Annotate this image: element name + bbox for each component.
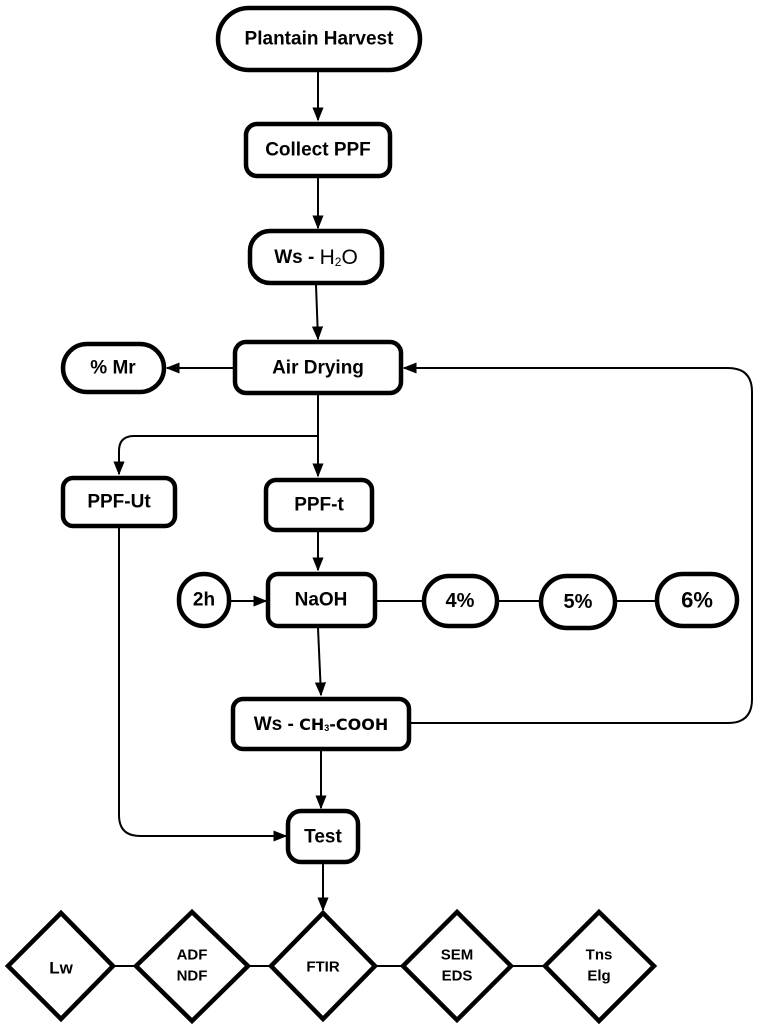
node-plantain-harvest-label: Plantain Harvest bbox=[245, 29, 395, 50]
connectors bbox=[113, 72, 753, 967]
node-moisture-retention-label: % Mr bbox=[90, 358, 136, 379]
node-conc-6pct-label: 6% bbox=[681, 588, 713, 613]
node-air-drying: Air Drying bbox=[232, 339, 404, 396]
node-wash-water: Ws - H2O bbox=[247, 228, 385, 286]
node-plantain-harvest: Plantain Harvest bbox=[215, 5, 423, 73]
test-diamond-elg-label: Elg bbox=[587, 968, 610, 985]
test-diamond-adf-label: ADF bbox=[177, 947, 208, 964]
test-diamond-ftir-label: FTIR bbox=[306, 959, 339, 976]
node-conc-6pct: 6% bbox=[654, 571, 740, 629]
node-wash-water-label: Ws - H2O bbox=[274, 246, 358, 270]
node-wash-acid-label: Ws - CH3-COOH bbox=[254, 714, 389, 735]
arrow-wash-acid-return-to-air-drying bbox=[402, 362, 753, 724]
arrow-air-drying-to-untreated bbox=[113, 394, 319, 476]
test-diamond-tns-label: Tns bbox=[586, 947, 613, 964]
test-diamond-lw: Lw bbox=[4, 909, 117, 1023]
node-conc-5pct-label: 5% bbox=[564, 591, 593, 613]
test-diamond-sem-label: SEM bbox=[441, 947, 474, 964]
arrow-wash-water-to-air-drying bbox=[311, 284, 324, 341]
test-diamond-ftir: FTIR bbox=[267, 909, 379, 1023]
node-moisture-retention: % Mr bbox=[60, 341, 167, 395]
node-ppf-untreated: PPF-Ut bbox=[60, 475, 178, 529]
node-collect-ppf-label: Collect PPF bbox=[265, 140, 371, 161]
node-naoh: NaOH bbox=[265, 571, 378, 629]
node-ppf-treated: PPF-t bbox=[263, 477, 375, 533]
test-diamond-sem-eds: SEM EDS bbox=[399, 908, 515, 1024]
node-conc-5pct: 5% bbox=[538, 573, 618, 631]
node-naoh-label: NaOH bbox=[295, 590, 348, 611]
node-ppf-treated-label: PPF-t bbox=[294, 495, 344, 516]
node-time-2h: 2h bbox=[176, 571, 232, 629]
node-time-2h-label: 2h bbox=[193, 590, 215, 611]
node-collect-ppf: Collect PPF bbox=[243, 121, 393, 179]
test-diamond-tns-elg: Tns Elg bbox=[541, 908, 658, 1025]
node-conc-4pct: 4% bbox=[421, 573, 500, 629]
node-wash-acid: Ws - CH3-COOH bbox=[230, 696, 412, 752]
node-conc-4pct-label: 4% bbox=[446, 590, 475, 612]
test-diamond-eds-label: EDS bbox=[442, 968, 473, 985]
node-test: Test bbox=[285, 808, 361, 865]
node-test-label: Test bbox=[304, 827, 342, 848]
test-diamond-ndf-label: NDF bbox=[177, 968, 208, 985]
test-diamond-adf-ndf: ADF NDF bbox=[132, 908, 252, 1025]
node-air-drying-label: Air Drying bbox=[272, 358, 364, 379]
node-ppf-untreated-label: PPF-Ut bbox=[87, 492, 151, 513]
test-diamond-lw-label: Lw bbox=[49, 959, 73, 978]
arrow-untreated-to-test bbox=[118, 528, 288, 842]
arrow-naoh-to-wash-acid bbox=[314, 627, 327, 697]
